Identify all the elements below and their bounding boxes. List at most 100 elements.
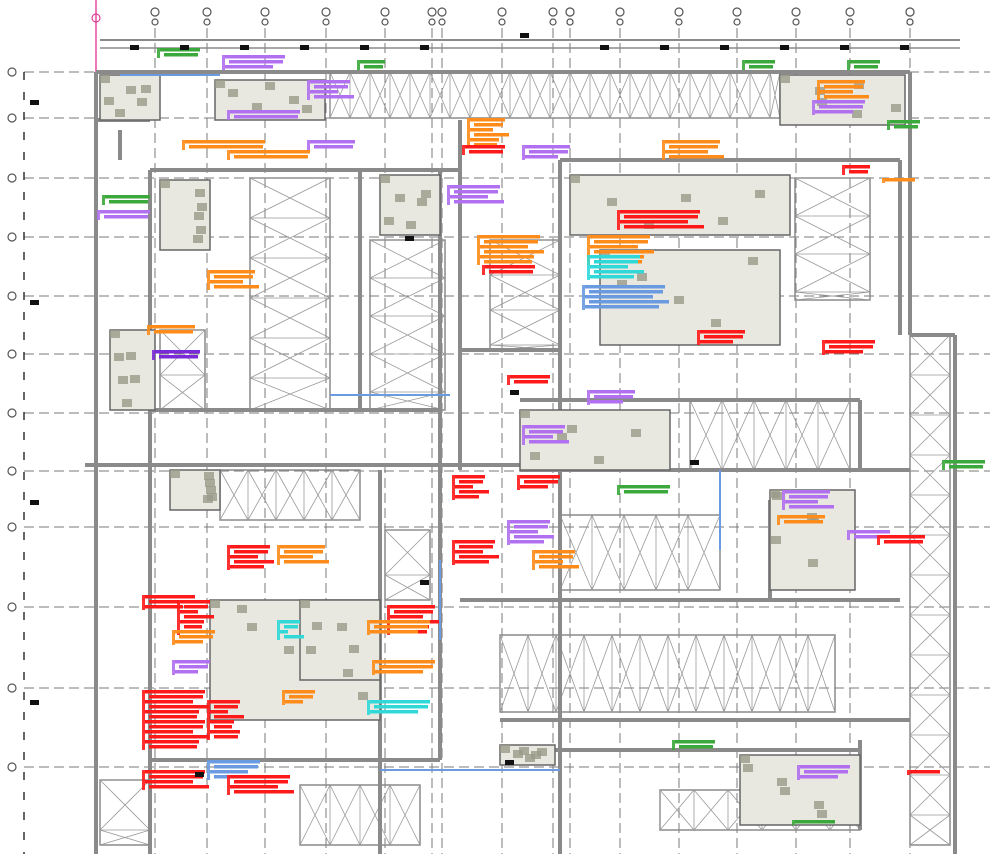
- pipe-run: [214, 705, 238, 709]
- pipe-run: [289, 695, 313, 699]
- equipment: [814, 801, 824, 809]
- pipe-run: [520, 475, 560, 479]
- equipment: [118, 376, 128, 384]
- grid-bubble-left: [7, 466, 17, 476]
- grid-bubble-top: [615, 7, 625, 17]
- pipe-run: [145, 605, 183, 609]
- pipe-run: [590, 255, 640, 259]
- truss-bracing: [159, 329, 206, 411]
- equipment: [395, 194, 405, 202]
- pipe-run: [484, 260, 532, 264]
- equipment: [104, 97, 114, 105]
- pipe-run: [450, 195, 488, 199]
- grid-bubble-top: [260, 7, 270, 17]
- pipe-run: [845, 165, 870, 169]
- pipe-run: [145, 740, 199, 744]
- pipe-run: [210, 280, 243, 284]
- pipe-run: [149, 725, 203, 729]
- grid-bubble-top: [202, 7, 212, 17]
- truss-bracing: [99, 779, 151, 846]
- pipe-run: [825, 350, 863, 354]
- pipe-run: [179, 635, 213, 639]
- equipment: [500, 745, 510, 753]
- pipe-run: [454, 200, 504, 204]
- pipe-run: [370, 620, 430, 624]
- pipe-run: [455, 495, 479, 499]
- pipe-run: [585, 285, 665, 289]
- pipe-run: [230, 545, 270, 549]
- pipe-riser: [307, 140, 310, 150]
- pipe-run: [514, 380, 548, 384]
- marker: [130, 45, 139, 50]
- equipment: [600, 250, 610, 258]
- marker: [780, 45, 789, 50]
- pipe-riser: [367, 700, 370, 715]
- pipe-riser: [887, 120, 890, 130]
- pipe-run: [145, 710, 199, 714]
- pipe-run: [370, 630, 418, 634]
- equipment-room: [299, 599, 381, 681]
- pipe-run: [594, 240, 648, 244]
- truss-bay: [369, 239, 446, 411]
- equipment: [417, 198, 427, 206]
- equipment: [718, 217, 728, 225]
- grid-bubble-top: [905, 7, 915, 17]
- equipment: [384, 217, 394, 225]
- equipment: [772, 492, 782, 500]
- equipment: [755, 190, 765, 198]
- pipe-run: [145, 595, 195, 599]
- pipe-run: [704, 335, 743, 339]
- marker: [420, 45, 429, 50]
- pipe-riser: [587, 235, 590, 265]
- pipe-run: [535, 550, 575, 554]
- truss-bracing: [559, 514, 721, 591]
- pipe-run: [210, 270, 255, 274]
- pipe-riser: [907, 770, 910, 775]
- equipment: [204, 472, 214, 480]
- equipment: [631, 429, 641, 437]
- pipe-riser: [277, 545, 280, 565]
- truss-bay: [499, 634, 836, 713]
- equipment: [808, 559, 818, 567]
- pipe-run: [850, 60, 880, 64]
- pipe-run: [525, 155, 558, 159]
- pipe-run: [510, 375, 550, 379]
- pipe-run: [820, 90, 853, 94]
- pipe-run: [234, 560, 274, 564]
- truss-bay: [384, 529, 431, 601]
- walls: [85, 70, 957, 854]
- grid-bubble-left: [7, 67, 17, 77]
- pipe-run: [465, 145, 505, 149]
- grid-bubble-top: [792, 18, 800, 26]
- pipe-riser: [102, 195, 105, 205]
- pipe-run: [489, 270, 533, 274]
- pipe-run: [885, 178, 915, 182]
- grid-bubble-top: [381, 18, 389, 26]
- equipment: [520, 410, 530, 418]
- pipe-run: [590, 275, 634, 279]
- pipe-run: [375, 670, 423, 674]
- grid-bubble-top: [321, 7, 331, 17]
- pipe-run: [620, 210, 700, 214]
- marker: [195, 772, 204, 777]
- pipe-riser: [742, 60, 745, 70]
- pipe-run: [829, 345, 873, 349]
- equipment: [196, 226, 206, 234]
- pipe-run: [390, 615, 423, 619]
- pipe-riser: [587, 390, 590, 405]
- equipment: [247, 623, 257, 631]
- truss-bracing: [249, 177, 331, 411]
- pipe-run: [485, 265, 535, 269]
- pipe-riser: [822, 340, 825, 355]
- truss-bracing: [384, 529, 431, 601]
- pipe-run: [450, 185, 500, 189]
- pipe-run: [230, 110, 300, 114]
- marker: [30, 100, 39, 105]
- origin-axis-bubble: [91, 13, 101, 23]
- pipe-riser: [207, 270, 210, 290]
- pipe-riser: [142, 690, 145, 750]
- pipe-riser: [157, 48, 160, 58]
- marker: [420, 580, 429, 585]
- grid-bubble-top: [261, 18, 269, 26]
